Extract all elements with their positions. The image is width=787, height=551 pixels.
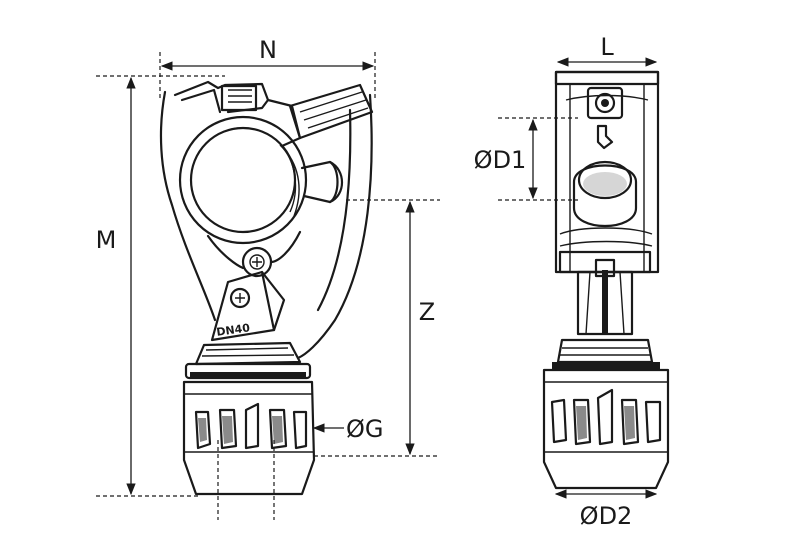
label-og: ØG (346, 415, 384, 443)
dimension-og: ØG (217, 415, 384, 520)
label-m: M (96, 226, 117, 254)
size-marking: DN40 (216, 321, 251, 339)
label-l: L (600, 33, 614, 61)
label-od2: ØD2 (580, 502, 633, 530)
dimension-od1: ØD1 (474, 117, 578, 201)
label-z: Z (419, 298, 435, 326)
label-od1: ØD1 (474, 146, 527, 174)
side-view-fitting: DN40 (159, 80, 374, 496)
dimension-l: L (556, 33, 658, 67)
dimension-m: M (96, 75, 225, 497)
dimension-n: N (159, 36, 376, 100)
label-n: N (259, 36, 277, 64)
dimension-z: Z (314, 199, 440, 457)
dimension-od2: ØD2 (554, 489, 658, 530)
front-view-fitting (542, 70, 670, 490)
